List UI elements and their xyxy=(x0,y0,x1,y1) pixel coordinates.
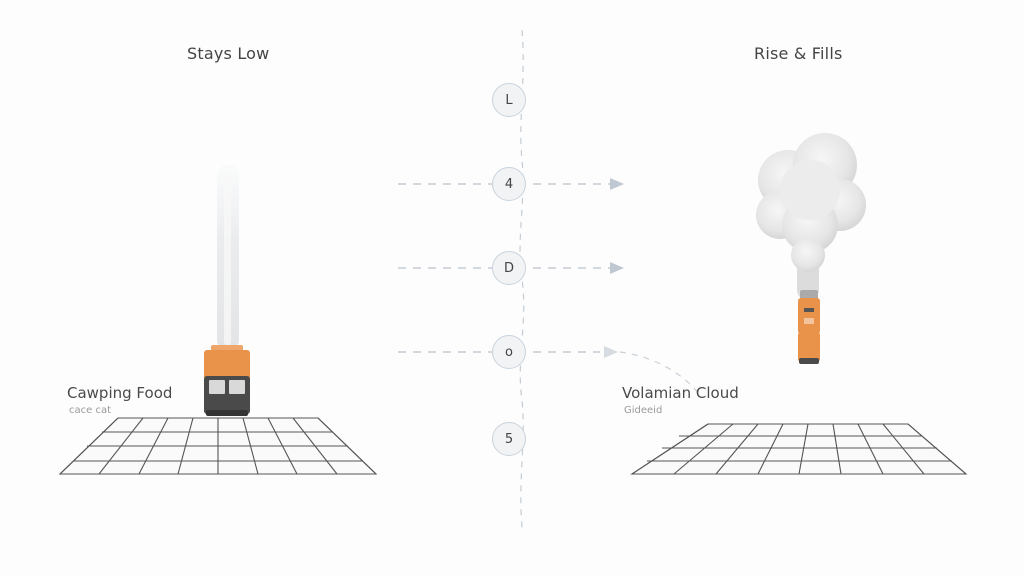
left-title: Stays Low xyxy=(187,44,270,63)
right-label: Volamian Cloud xyxy=(622,384,739,402)
arrow-row-3 xyxy=(398,346,701,396)
step-marker: 5 xyxy=(492,422,526,456)
right-grid-floor xyxy=(630,423,968,475)
right-sublabel: Gideeid xyxy=(624,405,663,416)
camping-device xyxy=(204,345,250,416)
step-marker: 4 xyxy=(492,167,526,201)
left-label: Cawping Food xyxy=(67,384,173,402)
step-marker: o xyxy=(492,335,526,369)
right-title: Rise & Fills xyxy=(754,44,843,63)
step-marker: L xyxy=(492,83,526,117)
left-grid-floor xyxy=(58,417,378,475)
step-marker: D xyxy=(492,251,526,285)
vapor-cloud xyxy=(756,133,866,300)
left-sublabel: cace cat xyxy=(69,405,112,416)
cloud-device xyxy=(798,290,820,364)
